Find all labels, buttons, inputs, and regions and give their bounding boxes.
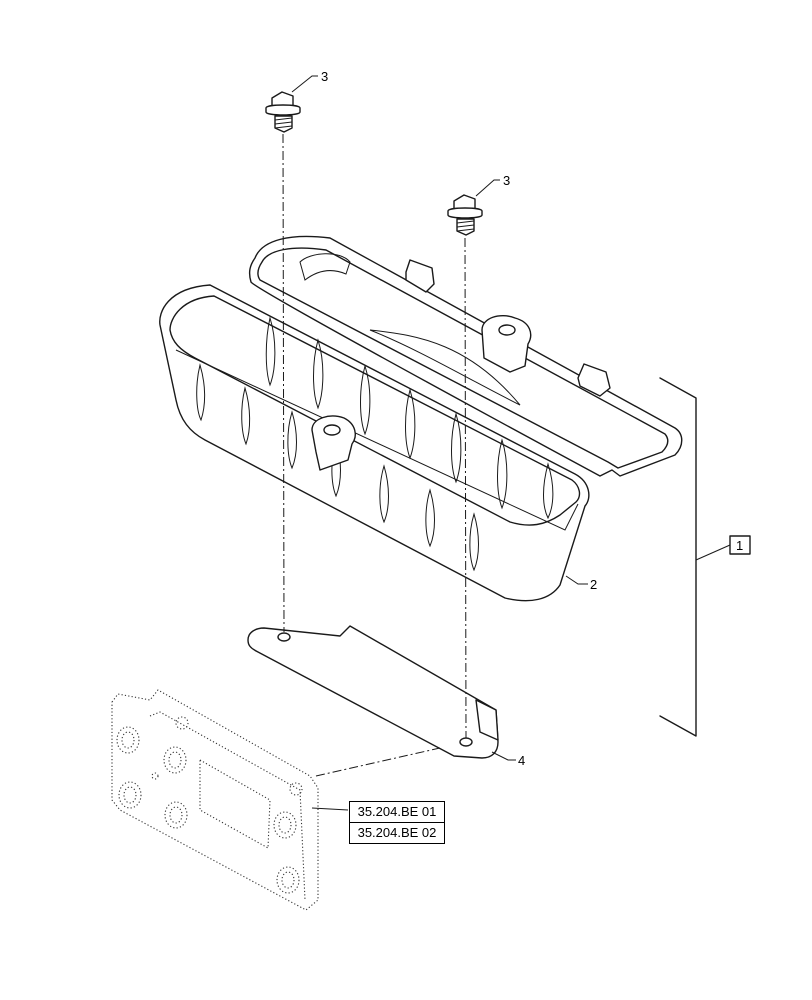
leader-bolt-left [291, 75, 318, 93]
tool-box-body [159, 284, 590, 602]
bracket-hole-left [277, 632, 291, 642]
centerline-left [282, 133, 285, 633]
centerline-right [464, 237, 467, 739]
mounting-panel [111, 689, 319, 911]
callout-tool-box: 2 [590, 577, 597, 592]
callout-bolt-right: 3 [503, 173, 510, 188]
reference-link-1[interactable]: 35.204.BE 01 [349, 801, 445, 823]
callout-assembly: 1 [736, 538, 743, 553]
leader-bolt-right [475, 179, 500, 197]
bolt-left [265, 91, 301, 133]
leader-tool-box [565, 575, 588, 585]
leader-ref-1 [311, 807, 349, 811]
reference-link-2[interactable]: 35.204.BE 02 [349, 822, 445, 844]
bolt-right [447, 194, 483, 236]
assembly-bracket [659, 377, 697, 737]
leader-bracket [491, 751, 516, 761]
centerline-panel [315, 747, 441, 777]
tool-box-lid [248, 235, 683, 477]
assembly-callout-box [729, 535, 751, 555]
callout-bolt-left: 3 [321, 69, 328, 84]
bracket [247, 625, 499, 759]
leader-assembly [695, 544, 731, 561]
bracket-hole-right [459, 737, 473, 747]
callout-bracket: 4 [518, 753, 525, 768]
